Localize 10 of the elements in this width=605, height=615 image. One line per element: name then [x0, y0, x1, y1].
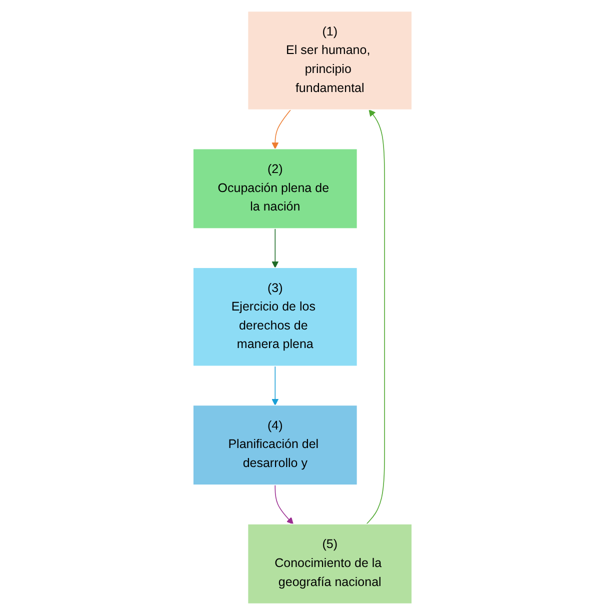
- node-box: (4) Planificación del desarrollo y: [192, 404, 358, 486]
- arrow: [272, 366, 279, 406]
- node-box: (2) Ocupación plena de la nación: [192, 148, 358, 229]
- node-box: (1) El ser humano, principio fundamental: [247, 10, 412, 110]
- node-box: (3) Ejercicio de los derechos de manera plena: [192, 267, 358, 367]
- arrow: [272, 109, 292, 150]
- arrow: [274, 484, 294, 524]
- arrow: [366, 109, 385, 524]
- node-box: (5) Conocimiento de la geografía nacional: [247, 524, 412, 604]
- arrow: [272, 228, 279, 268]
